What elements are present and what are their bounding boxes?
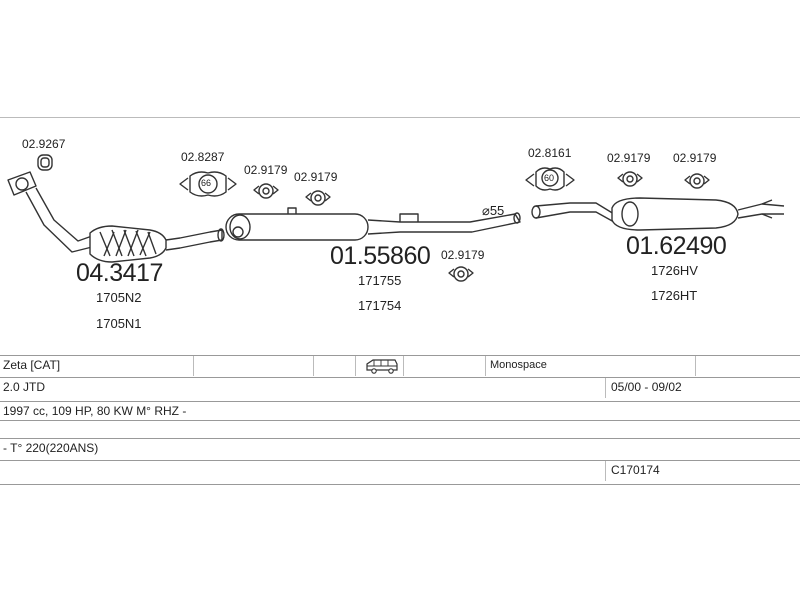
clamp-small-b1 xyxy=(253,183,279,199)
years-cell: 05/00 - 09/02 xyxy=(611,380,682,394)
clamp-small-b4 xyxy=(617,171,643,187)
label-center-ref2: 171754 xyxy=(358,298,402,313)
divider xyxy=(695,356,696,376)
front-pipe xyxy=(7,171,93,253)
label-center-silencer: 01.55860 xyxy=(330,242,431,270)
label-catalyst-ref2: 1705N1 xyxy=(96,316,142,331)
label-clamp-b3: 02.9179 xyxy=(441,248,485,262)
vehicle-type-icon xyxy=(362,358,399,380)
center-silencer-body xyxy=(225,207,521,241)
clamp-ring-a xyxy=(37,154,53,171)
table-bottom-border xyxy=(0,484,800,485)
label-clamp-66: 02.8287 xyxy=(181,150,225,164)
label-diameter: ⌀55 xyxy=(482,203,505,218)
label-center-ref1: 171755 xyxy=(358,273,402,288)
divider xyxy=(605,378,606,398)
divider xyxy=(605,461,606,481)
label-clamp-b5: 02.9179 xyxy=(673,151,717,165)
top-border xyxy=(0,117,800,118)
clamp-small-b3 xyxy=(448,266,474,282)
clamp-66 xyxy=(179,171,237,197)
van-icon xyxy=(366,359,398,374)
type-cell: - T° 220(220ANS) xyxy=(3,441,99,455)
divider xyxy=(313,356,314,376)
label-clamp-b2: 02.9179 xyxy=(294,170,338,184)
label-clamp-66-size: 66 xyxy=(201,178,212,188)
spec-cell: 1997 cc, 109 HP, 80 KW M° RHZ - xyxy=(3,404,187,418)
label-clamp-60-size: 60 xyxy=(544,173,555,183)
catalyst-body xyxy=(89,225,225,263)
label-catalyst-ref1: 1705N2 xyxy=(96,290,142,305)
table-row: - T° 220(220ANS) xyxy=(0,438,800,460)
label-clamp-b1: 02.9179 xyxy=(244,163,288,177)
model-cell: Zeta [CAT] xyxy=(3,358,61,372)
divider xyxy=(485,356,486,376)
divider xyxy=(355,356,356,376)
table-row: C170174 xyxy=(0,460,800,482)
divider xyxy=(403,356,404,376)
divider xyxy=(193,356,194,376)
label-catalyst: 04.3417 xyxy=(76,259,163,287)
label-clamp-a: 02.9267 xyxy=(22,137,66,151)
label-clamp-60: 02.8161 xyxy=(528,146,572,160)
body-type-cell: Monospace xyxy=(490,359,547,371)
label-rear-ref1: 1726HV xyxy=(651,263,698,278)
label-rear-silencer: 01.62490 xyxy=(626,232,727,260)
clamp-60 xyxy=(525,167,575,191)
engine-cell: 2.0 JTD xyxy=(3,380,46,394)
rear-silencer-body xyxy=(531,197,785,231)
table-row: Zeta [CAT] Monospace xyxy=(0,355,800,377)
ref-cell: C170174 xyxy=(611,463,660,477)
clamp-small-b2 xyxy=(305,190,331,206)
table-row: 1997 cc, 109 HP, 80 KW M° RHZ - xyxy=(0,401,800,423)
label-rear-ref2: 1726HT xyxy=(651,288,698,303)
table-row xyxy=(0,420,800,438)
clamp-small-b5 xyxy=(684,173,710,189)
label-clamp-b4: 02.9179 xyxy=(607,151,651,165)
exhaust-diagram xyxy=(7,154,785,282)
table-row: 2.0 JTD 05/00 - 09/02 xyxy=(0,377,800,399)
